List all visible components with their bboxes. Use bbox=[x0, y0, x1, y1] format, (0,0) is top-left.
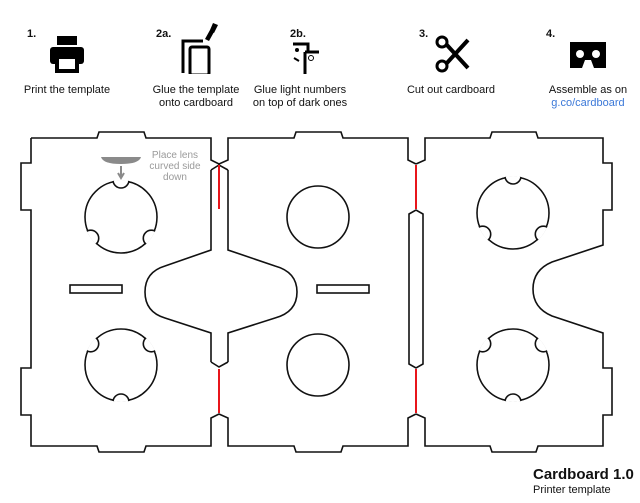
step-number: 3. bbox=[419, 28, 429, 40]
lens-note: Place lens curved side down bbox=[149, 150, 201, 183]
lens-notch bbox=[112, 180, 130, 189]
lens-hole bbox=[476, 328, 550, 402]
step-number: 2a. bbox=[156, 28, 172, 40]
scissors-icon bbox=[435, 35, 470, 73]
slot bbox=[316, 284, 370, 294]
lens-notch bbox=[476, 225, 492, 244]
lens-icon bbox=[101, 157, 141, 164]
cardboard-viewer-icon bbox=[570, 42, 606, 68]
step-number: 4. bbox=[546, 28, 556, 40]
glue-numbers-icon bbox=[293, 42, 319, 74]
label-line2: on top of dark ones bbox=[252, 97, 348, 109]
lens-notch bbox=[84, 229, 100, 248]
circle-hole bbox=[286, 333, 350, 397]
lens-hole bbox=[476, 176, 550, 250]
long-slot bbox=[408, 209, 424, 369]
lens-notch bbox=[142, 229, 158, 248]
label-line1: Glue light numbers bbox=[253, 84, 347, 96]
lens-notch bbox=[534, 225, 550, 244]
template-subtitle: Printer template bbox=[533, 484, 611, 496]
glue-template-icon bbox=[181, 23, 218, 74]
label-line1: Glue the template bbox=[152, 84, 240, 96]
panel-right-outline bbox=[415, 131, 613, 453]
lens-notch bbox=[504, 176, 522, 185]
lens-hole bbox=[84, 180, 158, 254]
label-line1: Assemble as on bbox=[548, 84, 628, 96]
lens-notch bbox=[84, 334, 100, 353]
lens-notch bbox=[476, 334, 492, 353]
lens-hole bbox=[84, 328, 158, 402]
step-number: 1. bbox=[27, 28, 37, 40]
panel-left-center-outline bbox=[20, 131, 417, 453]
center-cutout bbox=[144, 170, 298, 362]
template-title: Cardboard 1.0 bbox=[533, 466, 634, 483]
label-line2: onto cardboard bbox=[159, 97, 233, 109]
arrow-down-icon bbox=[117, 166, 125, 180]
cardboard-link[interactable]: g.co/cardboard bbox=[551, 97, 625, 109]
printer-icon bbox=[50, 36, 84, 73]
lens-notch bbox=[142, 334, 158, 353]
lens-notch bbox=[504, 393, 522, 402]
step-number: 2b. bbox=[290, 28, 306, 40]
step-label: Cut out cardboard bbox=[406, 84, 496, 96]
lens-notch bbox=[534, 334, 550, 353]
lens-notch bbox=[112, 393, 130, 402]
step-label: Print the template bbox=[23, 84, 111, 96]
circle-hole bbox=[286, 185, 350, 249]
slot bbox=[69, 284, 123, 294]
